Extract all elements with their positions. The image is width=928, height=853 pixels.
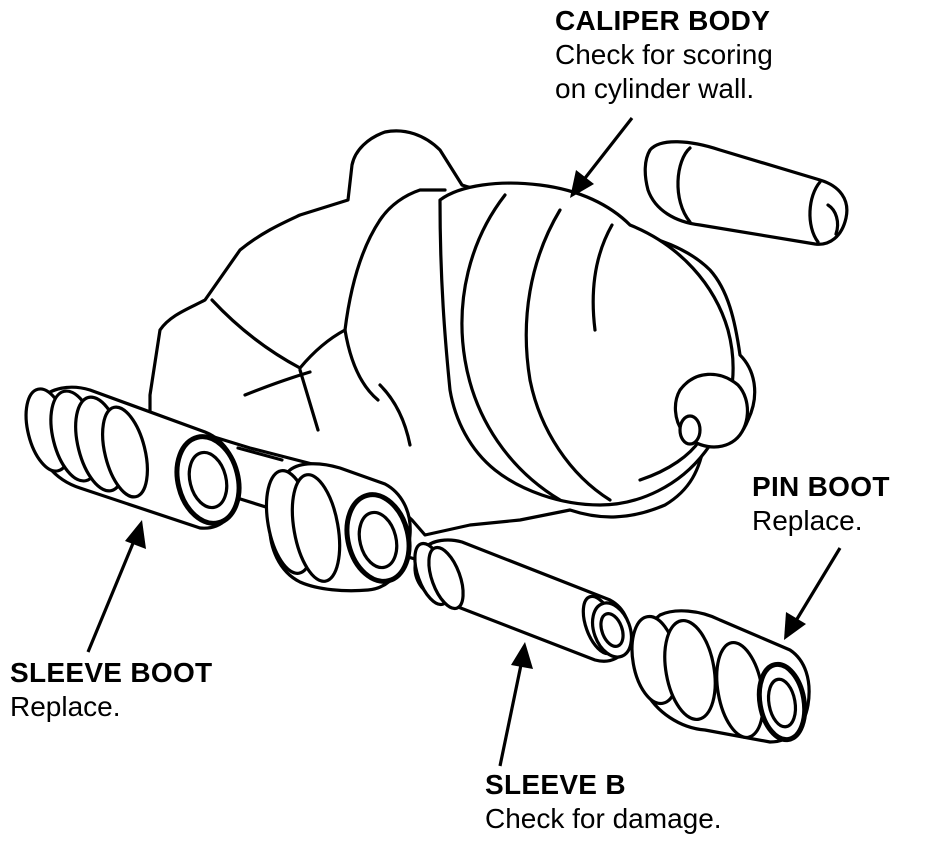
sleeve-b-arrow — [498, 642, 533, 767]
sleeve-b-label: SLEEVE B Check for damage. — [485, 768, 722, 836]
sleeve-boot-label: SLEEVE BOOT Replace. — [10, 656, 212, 724]
sleeve-b-part — [413, 538, 634, 663]
sleeve-boot-part — [24, 385, 242, 530]
caliper-body-arrow — [570, 117, 634, 198]
pin-boot-line1: Replace. — [752, 505, 863, 537]
sleeve-boot-title: SLEEVE BOOT — [10, 657, 213, 688]
sleeve-boot-arrow — [86, 520, 146, 653]
caliper-body-line1: Check for scoring — [555, 39, 773, 71]
pin-boot-title: PIN BOOT — [752, 471, 890, 502]
sleeve-b-line1: Check for damage. — [485, 803, 722, 835]
caliper-body-title: CALIPER BODY — [555, 5, 771, 36]
sleeve-boot-ring — [264, 462, 412, 593]
pin-boot-part — [630, 609, 811, 744]
caliper-body-label: CALIPER BODY Check for scoring on cylind… — [555, 4, 773, 106]
sleeve-boot-line1: Replace. — [10, 691, 121, 723]
caliper-upper-pin — [643, 140, 849, 246]
sleeve-b-title: SLEEVE B — [485, 769, 626, 800]
caliper-body-line2: on cylinder wall. — [555, 73, 755, 105]
pin-boot-label: PIN BOOT Replace. — [752, 470, 890, 538]
caliper-cylinder — [438, 181, 750, 507]
pin-boot-arrow — [784, 547, 842, 640]
